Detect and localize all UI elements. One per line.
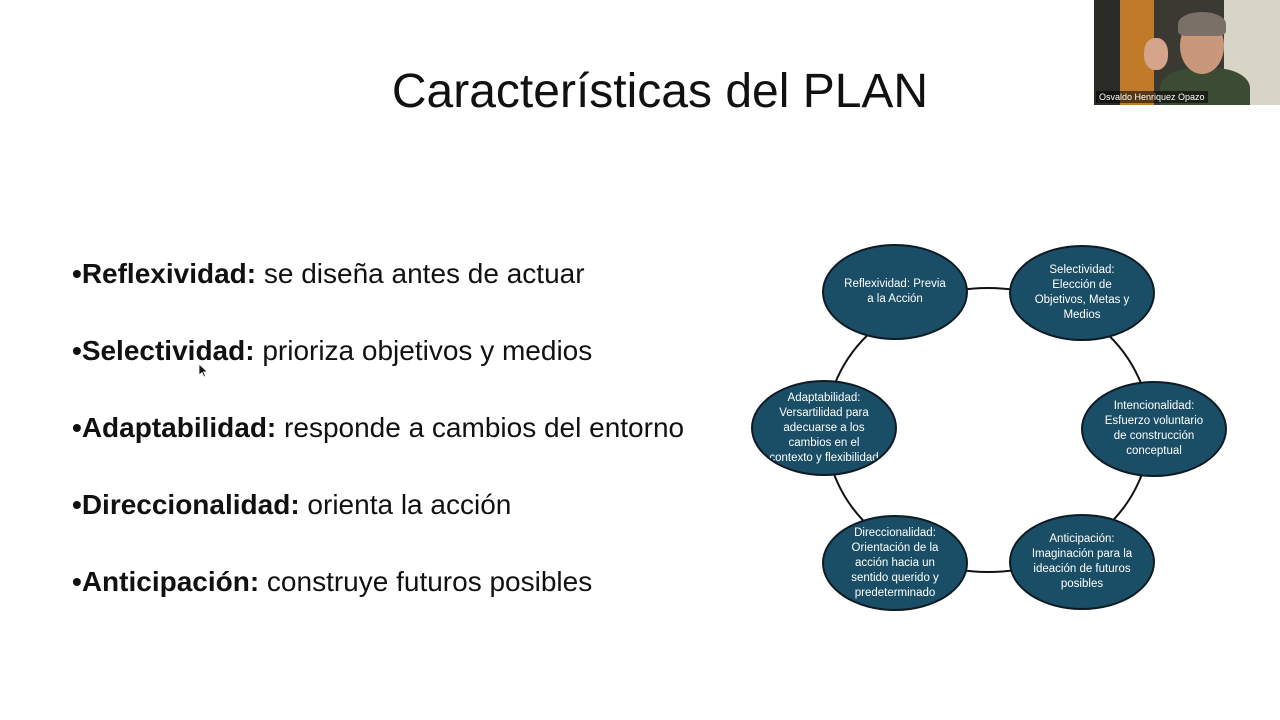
participant-name-label: Osvaldo Henriquez Opazo: [1096, 91, 1208, 103]
bullet-item: •Anticipación: construye futuros posible…: [72, 558, 684, 606]
cycle-node-reflexividad: Reflexividad: Previa a la Acción: [822, 244, 968, 340]
cycle-node-adaptabilidad: Adaptabilidad: Versartilidad para adecua…: [751, 380, 897, 476]
bullet-list: •Reflexividad: se diseña antes de actuar…: [72, 250, 684, 635]
bullet-dot: •: [72, 489, 82, 520]
bullet-term: Adaptabilidad:: [81, 412, 277, 443]
cycle-node-direccionalidad: Direccionalidad: Orientación de la acció…: [822, 515, 968, 611]
bullet-text: orienta la acción: [299, 489, 512, 520]
bullet-item: •Reflexividad: se diseña antes de actuar: [72, 250, 684, 298]
bullet-dot: •: [72, 258, 82, 289]
cycle-node-intencionalidad: Intencionalidad: Esfuerzo voluntario de …: [1081, 381, 1227, 477]
slide-title: Características del PLAN: [391, 65, 929, 118]
participant-video-tile[interactable]: Osvaldo Henriquez Opazo: [1094, 0, 1280, 105]
bullet-text: responde a cambios del entorno: [276, 412, 685, 443]
bullet-dot: •: [72, 412, 82, 443]
bullet-dot: •: [72, 335, 82, 366]
bullet-term: Selectividad:: [81, 335, 255, 366]
bullet-item: •Selectividad: prioriza objetivos y medi…: [72, 327, 684, 375]
cycle-node-anticipacion: Anticipación: Imaginación para la ideaci…: [1009, 514, 1155, 610]
arrow-cursor-icon: [199, 364, 209, 378]
bullet-text: se diseña antes de actuar: [256, 258, 585, 289]
bullet-item: •Direccionalidad: orienta la acción: [72, 481, 684, 529]
bullet-term: Reflexividad:: [81, 258, 257, 289]
participant-hand: [1144, 38, 1168, 70]
bullet-term: Anticipación:: [81, 566, 260, 597]
bullet-text: construye futuros posibles: [259, 566, 593, 597]
cycle-node-selectividad: Selectividad: Elección de Objetivos, Met…: [1009, 245, 1155, 341]
bullet-dot: •: [72, 566, 82, 597]
bullet-term: Direccionalidad:: [81, 489, 300, 520]
bullet-item: •Adaptabilidad: responde a cambios del e…: [72, 404, 684, 452]
bullet-text: prioriza objetivos y medios: [254, 335, 593, 366]
